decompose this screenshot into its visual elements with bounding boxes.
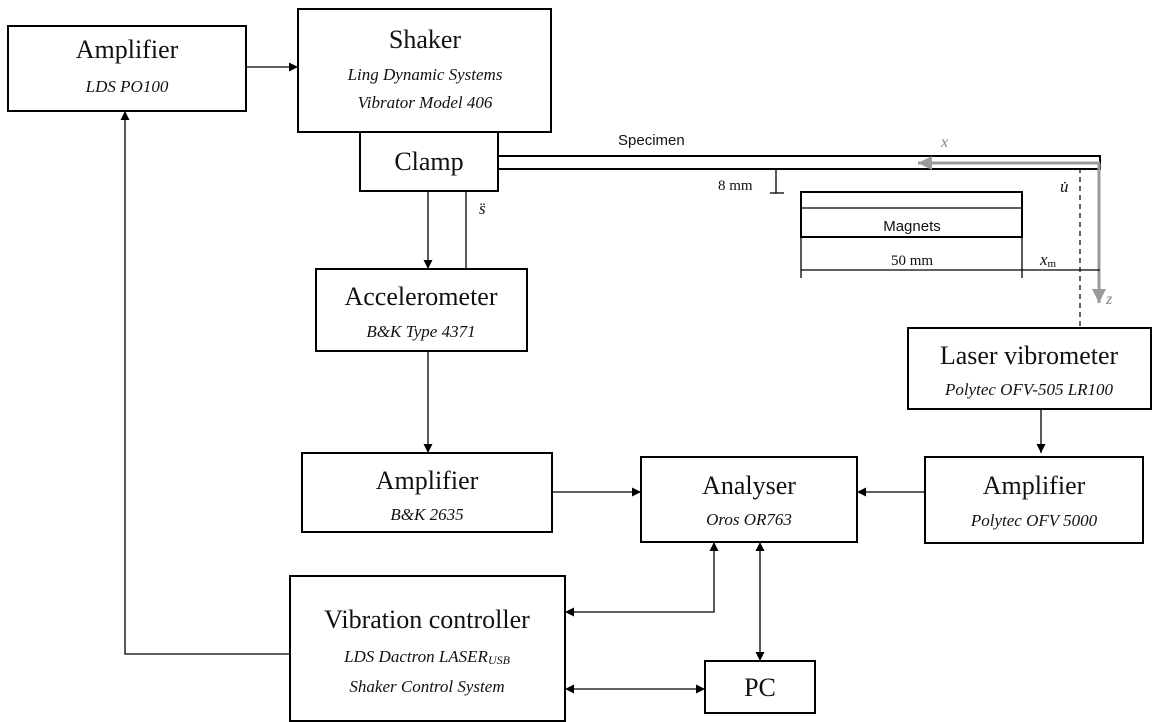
- accelerometer-title: Accelerometer: [344, 282, 497, 311]
- amplifier-lds-title: Amplifier: [76, 35, 179, 64]
- connector-controller-to-amp: [120, 111, 290, 655]
- acceleration-label: s̈: [479, 199, 486, 218]
- gap-label: 8 mm: [718, 178, 753, 194]
- vibration-controller-system: Shaker Control System: [349, 677, 504, 696]
- vibration-controller-model-subscript: USB: [488, 653, 511, 667]
- analyser-title: Analyser: [702, 471, 796, 500]
- pc-title: PC: [744, 673, 776, 702]
- vibration-controller-title: Vibration controller: [324, 605, 530, 634]
- amplifier-polytec-model: Polytec OFV 5000: [970, 511, 1098, 530]
- magnet-position-label: xm: [1039, 250, 1057, 270]
- block-accelerometer: Accelerometer B&K Type 4371: [315, 268, 528, 352]
- accelerometer-model: B&K Type 4371: [366, 322, 475, 341]
- magnet-position-main: x: [1039, 250, 1048, 269]
- clamp-title: Clamp: [394, 147, 463, 176]
- z-axis-label: z: [1105, 291, 1113, 308]
- amplifier-bk-title: Amplifier: [376, 466, 479, 495]
- laser-vibrometer-title: Laser vibrometer: [940, 341, 1119, 370]
- specimen-geometry: [497, 155, 1106, 328]
- amplifier-polytec-title: Amplifier: [983, 471, 1086, 500]
- connectors: [120, 62, 1046, 694]
- shaker-model: Vibrator Model 406: [358, 93, 493, 112]
- shaker-maker: Ling Dynamic Systems: [347, 65, 503, 84]
- block-amplifier-lds: Amplifier LDS PO100: [7, 25, 247, 112]
- vibration-controller-model: LDS Dactron LASERUSB: [343, 647, 511, 667]
- shaker-title: Shaker: [389, 25, 462, 54]
- analyser-model: Oros OR763: [706, 510, 792, 529]
- block-shaker: Shaker Ling Dynamic Systems Vibrator Mod…: [297, 8, 552, 133]
- magnet-position-subscript: m: [1048, 258, 1057, 270]
- block-vibration-controller: Vibration controller LDS Dactron LASERUS…: [289, 575, 566, 722]
- x-axis-label: x: [940, 134, 948, 151]
- amplifier-bk-model: B&K 2635: [390, 505, 463, 524]
- amplifier-lds-model: LDS PO100: [85, 77, 169, 96]
- specimen-label: Specimen: [618, 132, 685, 149]
- connector-analyser-controller: [565, 542, 719, 617]
- block-analyser: Analyser Oros OR763: [640, 456, 858, 543]
- laser-vibrometer-model: Polytec OFV-505 LR100: [944, 380, 1114, 399]
- block-laser-vibrometer: Laser vibrometer Polytec OFV-505 LR100: [907, 327, 1152, 410]
- block-clamp: Clamp: [359, 131, 499, 192]
- magnets-block: [800, 191, 1023, 238]
- magnets-label: Magnets: [883, 218, 941, 235]
- velocity-label: u̇: [1060, 177, 1069, 196]
- vibration-controller-model-main: LDS Dactron LASER: [343, 647, 488, 666]
- block-amplifier-polytec: Amplifier Polytec OFV 5000: [924, 456, 1144, 544]
- block-pc: PC: [704, 660, 816, 714]
- length-label: 50 mm: [891, 253, 933, 269]
- block-amplifier-bk: Amplifier B&K 2635: [301, 452, 553, 533]
